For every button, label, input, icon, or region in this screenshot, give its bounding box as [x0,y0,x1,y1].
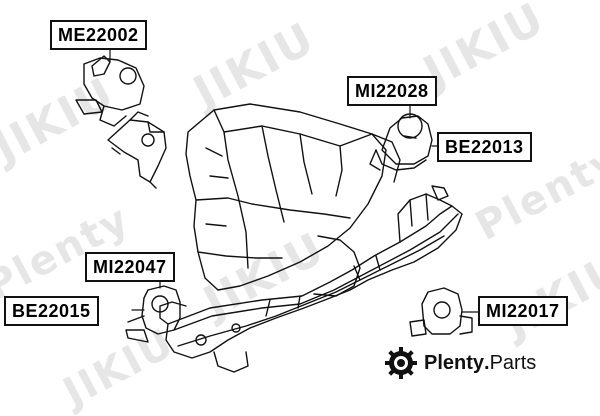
part-label-mi22047[interactable]: MI22047 [85,252,175,282]
logo-tld-text: Parts [489,351,537,374]
part-label-mi22028[interactable]: MI22028 [347,76,437,106]
engine-mount-diagram [75,46,483,373]
logo-gear-icon [385,347,417,379]
part-label-mi22017[interactable]: MI22017 [478,296,568,326]
mount-mi22028-part [369,113,433,171]
logo-dot: . [484,351,490,374]
part-label-be22015[interactable]: BE22015 [4,296,99,326]
mount-mi22047-part [125,285,181,343]
part-label-me22002[interactable]: ME22002 [50,20,147,50]
logo-brand-text: Plenty [424,351,485,374]
part-label-be22013[interactable]: BE22013 [437,132,532,162]
plenty-parts-logo: Plenty.Parts [384,345,536,381]
engine-block [185,103,401,297]
subframe [159,185,463,373]
mount-me22002-parts [75,55,167,189]
mount-mi22017-part [409,287,473,337]
